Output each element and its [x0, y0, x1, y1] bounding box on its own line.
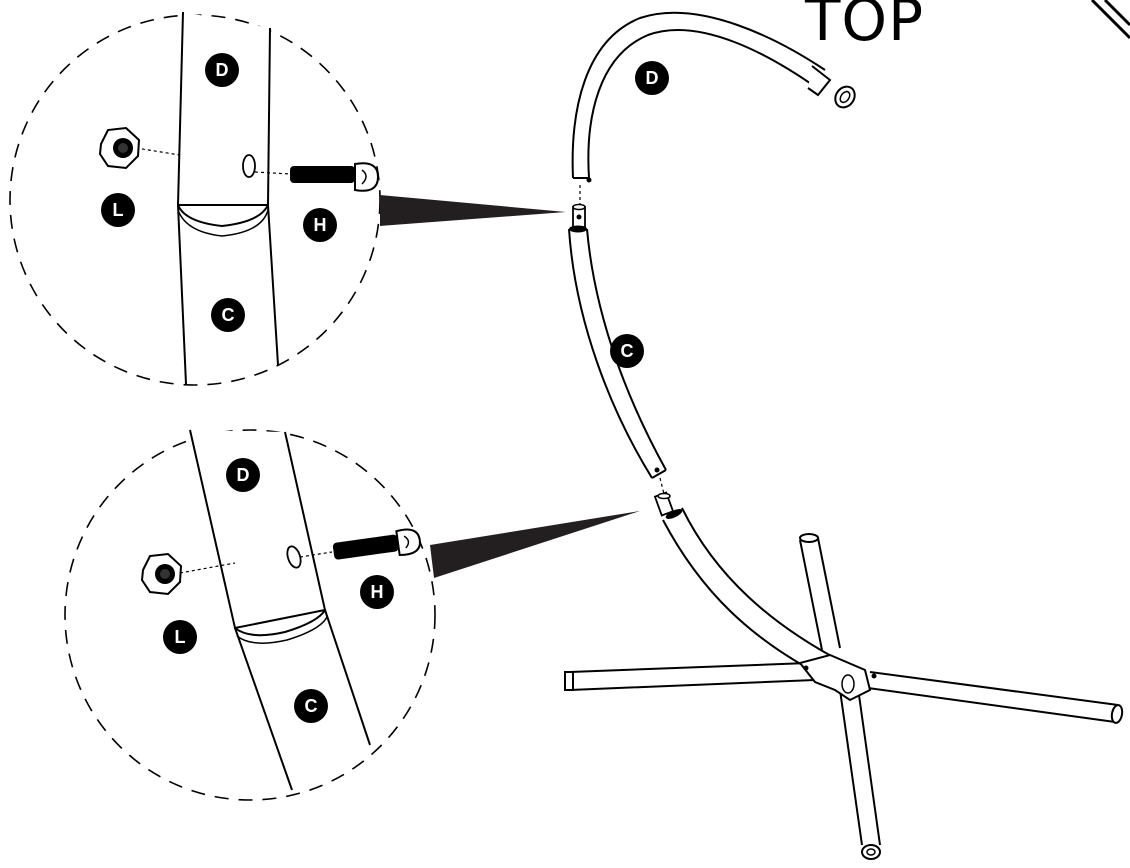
hex-nut-icon [98, 126, 141, 170]
bolt-hole-icon [242, 154, 256, 178]
badge-d-upper: D [205, 53, 239, 87]
tube-d [571, 11, 856, 183]
badge-c-upper: C [211, 298, 245, 332]
badge-d-lower: D [226, 458, 260, 492]
svg-text:H: H [314, 215, 327, 235]
svg-text:H: H [371, 582, 384, 602]
base-legs [564, 533, 1124, 860]
badge-c-lower: C [294, 689, 328, 723]
svg-text:C: C [621, 341, 634, 361]
detail-view-upper: D L H C [9, 11, 381, 386]
badge-d-stand: D [635, 61, 669, 95]
bolt-hole-icon [286, 545, 302, 569]
tube-d-section-lower [189, 429, 327, 630]
bolt-icon [290, 162, 380, 192]
hex-nut-icon [140, 552, 183, 596]
svg-text:D: D [237, 465, 250, 485]
badge-l-upper: L [101, 193, 135, 227]
top-label: TOP [804, 0, 924, 54]
bolt-icon [332, 528, 421, 560]
svg-text:C: C [305, 696, 318, 716]
stand-assembly [564, 11, 1124, 860]
detail-view-lower: D L H C [64, 429, 436, 801]
tube-base-curve [662, 507, 849, 681]
tube-c-section-upper [177, 204, 279, 385]
svg-text:L: L [175, 627, 186, 647]
leader-wedge-upper [380, 195, 566, 226]
badge-c-stand: C [610, 334, 644, 368]
tube-d-section-upper [176, 11, 271, 206]
badge-h-upper: H [303, 208, 337, 242]
badge-l-lower: L [163, 620, 197, 654]
svg-text:D: D [646, 68, 659, 88]
svg-text:D: D [216, 60, 229, 80]
svg-text:C: C [222, 305, 235, 325]
leader-wedge-lower [430, 511, 640, 578]
tube-c-section-lower [234, 609, 371, 791]
svg-text:L: L [113, 200, 124, 220]
arrow-icon [1090, 0, 1130, 40]
badge-h-lower: H [360, 575, 394, 609]
